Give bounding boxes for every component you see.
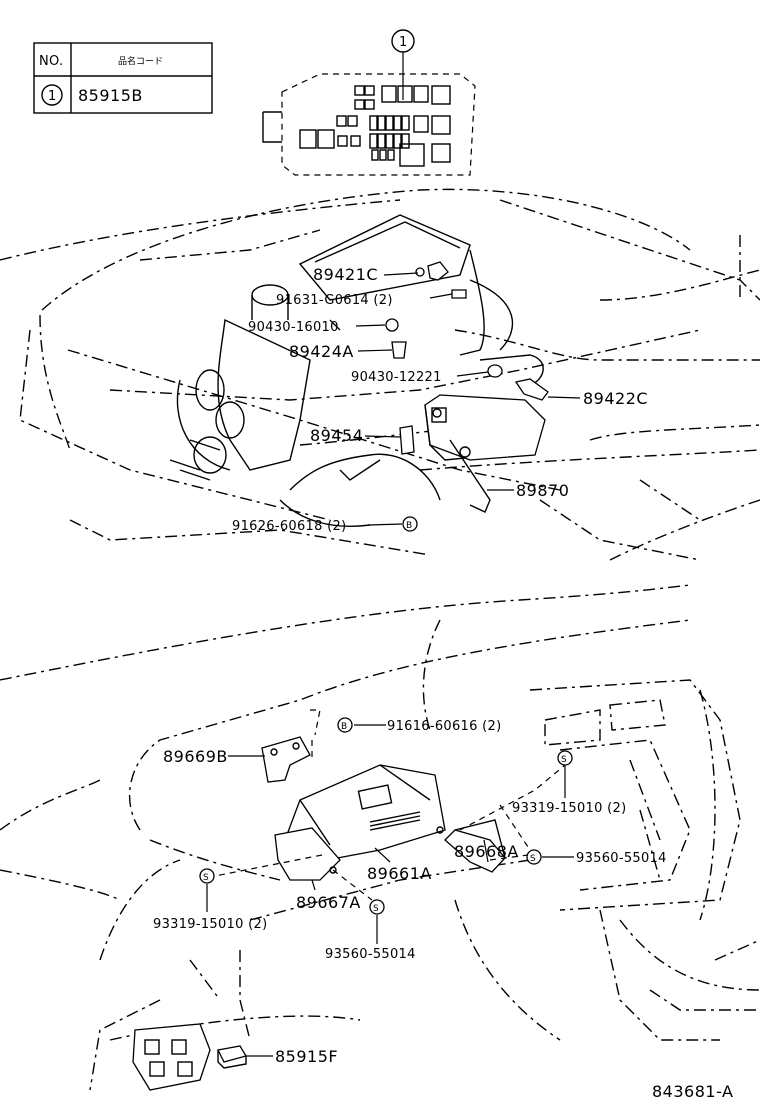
label-89870: 89870 xyxy=(516,481,569,500)
figure-id: 843681-A xyxy=(652,1082,733,1101)
relay-bracket-cluster xyxy=(132,1023,211,1091)
svg-text:S: S xyxy=(530,854,536,864)
dashboard-labels: 91616-60616 (2) 89669B 93319-15010 (2) 8… xyxy=(153,719,667,1066)
screw-icon-93560-left: S xyxy=(369,899,385,915)
abs-ecu-assembly xyxy=(424,394,546,513)
relay-callout-number: 1 xyxy=(399,35,408,50)
engine-small-parts: B xyxy=(385,261,549,532)
assembly-leaders xyxy=(214,709,566,901)
switch-89424A xyxy=(391,341,407,359)
label-89422C: 89422C xyxy=(583,389,648,408)
bolt-icon-91616: B xyxy=(337,717,353,733)
bolt-91631 xyxy=(451,289,467,299)
sensor-89422C xyxy=(514,378,549,401)
label-89661A: 89661A xyxy=(367,864,432,883)
label-85915F: 85915F xyxy=(275,1047,338,1066)
bolt-icon-91626: B xyxy=(402,516,418,532)
svg-text:S: S xyxy=(203,873,209,883)
relay-box: 1 xyxy=(262,29,476,176)
screw-icon-93319-left: S xyxy=(199,868,215,884)
engine-labels: 89421C 91631-G0614 (2) 90430-16010 89424… xyxy=(232,265,648,534)
svg-text:S: S xyxy=(561,755,567,765)
part-number-table: NO. 品名コード 1 85915B xyxy=(33,42,213,114)
label-93560-55014-right: 93560-55014 xyxy=(576,851,667,866)
label-89669B: 89669B xyxy=(163,747,228,766)
gasket-90430-12221 xyxy=(487,364,503,378)
table-row-circle xyxy=(41,84,63,106)
label-93560-55014-left: 93560-55014 xyxy=(325,947,416,962)
svg-text:S: S xyxy=(373,904,379,914)
svg-text:B: B xyxy=(341,722,347,732)
screw-icon-93560-right: S xyxy=(526,849,542,865)
label-91626-60618: 91626-60618 (2) xyxy=(232,519,346,534)
bracket-89669B xyxy=(261,736,311,783)
label-90430-12221: 90430-12221 xyxy=(351,370,442,385)
table-header-code: 品名コード xyxy=(118,55,163,67)
label-89424A: 89424A xyxy=(289,342,354,361)
table-header-no: NO. xyxy=(39,54,63,69)
table-row-code: 85915B xyxy=(78,86,143,105)
engine-block xyxy=(169,214,544,527)
label-93319-15010-right: 93319-15010 (2) xyxy=(512,801,626,816)
bracket-89667A xyxy=(274,827,341,881)
label-89667A: 89667A xyxy=(296,893,361,912)
label-91631-G0614: 91631-G0614 (2) xyxy=(276,293,393,308)
label-91616-60616: 91616-60616 (2) xyxy=(387,719,501,734)
relay-85915F xyxy=(217,1045,247,1069)
washer-90430-16010 xyxy=(385,318,399,332)
label-93319-15010-left: 93319-15010 (2) xyxy=(153,917,267,932)
label-89421C: 89421C xyxy=(313,265,378,284)
screw-icon-93319-right: S xyxy=(557,750,573,766)
table-row-no: 1 xyxy=(48,89,57,104)
svg-text:B: B xyxy=(406,521,412,531)
label-90430-16010: 90430-16010 xyxy=(248,320,339,335)
sensor-89454 xyxy=(399,425,415,455)
engine-bay-outline xyxy=(0,188,760,561)
sensor-89421C xyxy=(427,261,449,281)
label-89454: 89454 xyxy=(310,426,363,445)
